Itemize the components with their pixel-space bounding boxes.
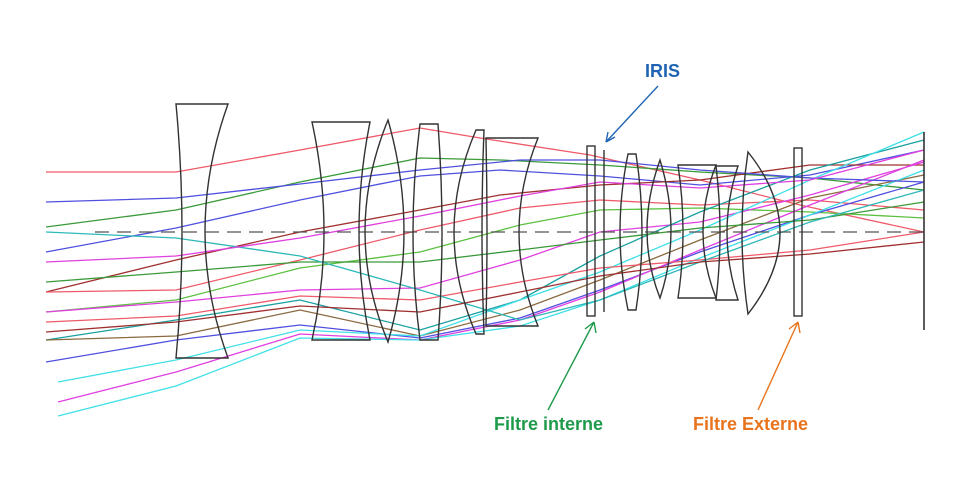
lens-group2-element5: [485, 137, 540, 327]
lens-group2-element1: [311, 121, 371, 341]
ray-4: [45, 164, 924, 293]
lens-group3-element2: [646, 157, 672, 301]
ray-19: [45, 241, 925, 333]
filtre-externe-arrow: [757, 321, 801, 411]
iris-arrow: [605, 85, 659, 143]
ray-1: [46, 127, 925, 233]
lens-group2-element4: [453, 129, 485, 335]
lens-front-meniscus: [175, 103, 230, 359]
filtre-externe-label: Filtre Externe: [693, 414, 809, 434]
ray-5: [45, 199, 925, 293]
ray-9: [45, 174, 925, 341]
ray-18: [45, 149, 925, 263]
ray-6: [45, 207, 925, 313]
iris-label: IRIS: [645, 61, 681, 81]
lens-group3-element5: [741, 150, 781, 316]
lens-elements: [175, 103, 803, 359]
lens-group3-element1: [619, 153, 643, 311]
filtre-interne-label: Filtre interne: [494, 414, 604, 434]
ray-17: [45, 189, 925, 321]
filtre-interne-arrow: [547, 321, 597, 411]
callout-arrows: [547, 85, 801, 411]
filtre-interne-plate: [586, 145, 596, 317]
lens-group2-element2: [364, 117, 405, 345]
ray-bundles: [45, 127, 925, 417]
ray-16: [45, 159, 925, 203]
ray-10: [45, 181, 925, 363]
lens-group2-element3: [412, 123, 443, 341]
ray-2: [45, 157, 925, 228]
ray-14: [45, 231, 925, 323]
filtre-externe-plate: [793, 147, 803, 317]
ray-3: [45, 149, 925, 253]
lens-group3-element4: [715, 165, 739, 301]
